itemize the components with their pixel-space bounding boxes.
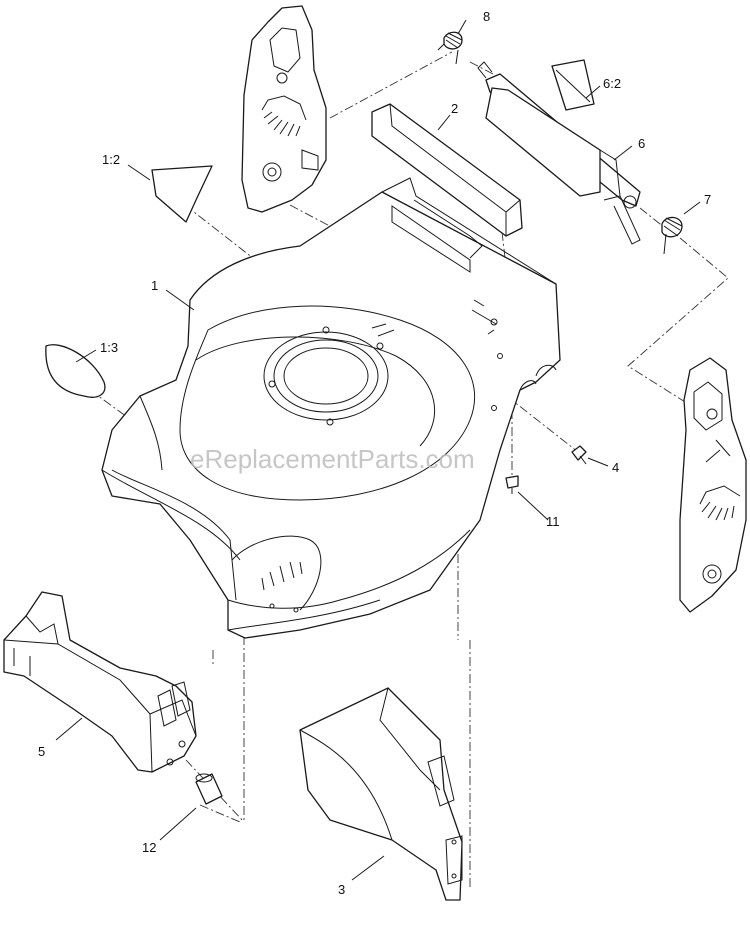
callout-1: 1 (151, 278, 158, 293)
callout-1-2: 1:2 (102, 152, 120, 167)
callout-4: 4 (612, 460, 619, 475)
callout-7: 7 (704, 192, 711, 207)
discharge-chute (299, 687, 463, 901)
screw-11 (505, 475, 519, 494)
callout-6-2: 6:2 (603, 76, 621, 91)
callout-5: 5 (38, 744, 45, 759)
rear-height-bracket-left (241, 5, 327, 213)
decal-1-3 (45, 344, 106, 398)
rear-baffle (371, 103, 523, 237)
torsion-spring-side (661, 216, 683, 255)
leader-lines (55, 19, 701, 881)
rear-height-bracket-right (679, 357, 747, 613)
callout-6: 6 (638, 136, 645, 151)
callout-3: 3 (338, 882, 345, 897)
mower-deck (101, 177, 561, 639)
front-housing (3, 591, 197, 773)
watermark: eReplacementParts.com (190, 444, 475, 474)
bushing-12 (195, 773, 223, 805)
callout-8: 8 (483, 9, 490, 24)
screw-4 (571, 445, 587, 465)
callout-11: 11 (546, 514, 560, 529)
torsion-spring-top (437, 31, 463, 65)
callout-2: 2 (451, 101, 458, 116)
callout-1-3: 1:3 (100, 340, 118, 355)
decal-1-2 (151, 165, 213, 223)
callout-12: 12 (142, 840, 156, 855)
rear-door-assembly (477, 59, 641, 245)
callout-labels: 8 6:2 2 6 7 1:2 1 1:3 4 11 5 12 3 (38, 9, 711, 897)
